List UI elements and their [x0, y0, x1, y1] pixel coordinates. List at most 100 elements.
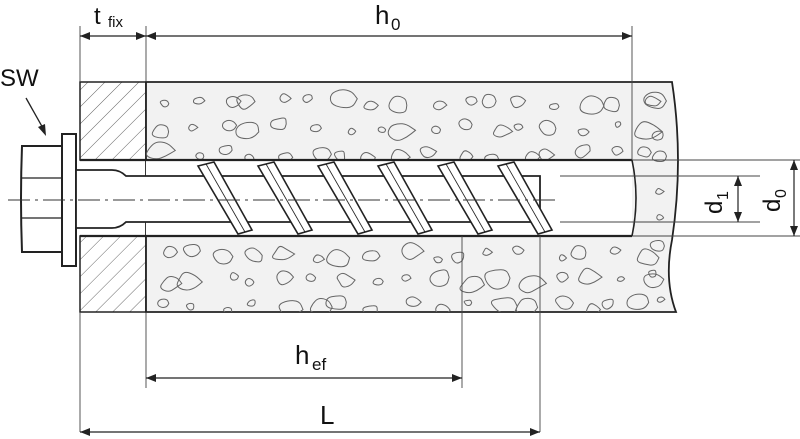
thread-flight — [376, 161, 434, 235]
aggregate-stone — [429, 269, 450, 287]
aggregate-stone — [431, 125, 442, 135]
aggregate-stone — [435, 303, 451, 312]
aggregate-stone — [246, 299, 256, 307]
dimension-h0: h 0 — [146, 0, 632, 40]
aggregate-stone — [644, 95, 662, 107]
hef-label: h — [295, 340, 309, 370]
aggregate-stone — [244, 278, 255, 287]
aggregate-stone — [555, 295, 575, 310]
aggregate-stone — [636, 248, 660, 266]
aggregate-stone — [655, 187, 665, 195]
aggregate-stone — [309, 124, 323, 133]
aggregate-stone — [388, 95, 408, 114]
dimension-d1: d 1 — [701, 176, 742, 222]
aggregate-stone — [218, 144, 233, 156]
aggregate-stone — [146, 141, 177, 160]
aggregate-stone — [603, 96, 620, 113]
aggregate-stone — [651, 150, 668, 163]
aggregate-stone — [609, 246, 622, 255]
aggregate-stone — [333, 150, 346, 161]
aggregate-stone — [362, 250, 381, 262]
aggregate-stone — [574, 144, 591, 159]
aggregate-stone — [163, 245, 179, 259]
aggregate-stone — [601, 298, 614, 310]
aggregate-stone — [465, 96, 478, 106]
aggregate-stone — [372, 277, 384, 286]
thread-edge — [505, 163, 546, 233]
aggregate-stone — [634, 121, 664, 140]
aggregate-stone — [229, 272, 240, 281]
d0-label: d — [759, 199, 786, 212]
h0-subscript: 0 — [391, 15, 400, 34]
thread-edge — [265, 163, 306, 233]
aggregate-stone — [377, 126, 387, 133]
tfix-subscript: fix — [108, 14, 124, 31]
aggregate-stone — [643, 91, 667, 109]
aggregate-stone — [336, 272, 356, 288]
aggregate-stone — [176, 271, 204, 291]
d1-label: d — [701, 201, 728, 214]
screw-thread — [196, 161, 554, 235]
aggregate-stone — [222, 119, 238, 132]
thread-flight — [496, 161, 554, 235]
tfix-label: t — [94, 3, 101, 30]
aggregate-stone — [235, 121, 260, 140]
aggregate-stone — [159, 99, 170, 108]
aggregate-stone — [405, 296, 422, 307]
dimension-d0: d 0 — [759, 160, 798, 236]
aggregate-stone — [463, 299, 473, 307]
thread-edge — [205, 163, 246, 233]
d1-subscript: 1 — [715, 191, 732, 200]
aggregate-stone — [458, 118, 473, 131]
aggregate-stone — [312, 147, 332, 162]
aggregate-stone — [570, 245, 587, 260]
aggregate-stone — [387, 123, 417, 141]
aggregate-stone — [363, 100, 380, 111]
aggregate-stone — [419, 146, 438, 159]
aggregate-stone — [459, 275, 486, 294]
aggregate-stone — [151, 124, 170, 139]
aggregate-stone — [326, 249, 351, 268]
thread-flight — [316, 161, 374, 235]
dimension-tfix: t fix — [80, 3, 146, 40]
aggregate-stone — [212, 248, 234, 265]
thread-flight — [436, 161, 494, 235]
aggregate-stone — [270, 117, 287, 131]
aggregate-stone — [643, 273, 665, 289]
aggregate-stone — [513, 123, 524, 131]
aggregate-stone — [558, 254, 568, 262]
aggregate-stone — [362, 305, 378, 312]
aggregate-stone — [611, 145, 624, 156]
aggregate-stone — [312, 254, 326, 264]
aggregate-stone — [347, 127, 357, 136]
aggregate-stone — [236, 94, 256, 110]
aggregate-stone — [272, 245, 296, 261]
aggregate-stone — [433, 256, 443, 264]
aggregate-stone — [548, 103, 560, 110]
thread-flight — [256, 161, 314, 235]
thread-flight — [196, 161, 254, 235]
aggregate-stone — [579, 95, 605, 115]
aggregate-stone — [195, 152, 205, 160]
aggregate-stone — [577, 128, 590, 137]
L-label: L — [320, 400, 334, 430]
aggregate-stone — [325, 295, 347, 310]
aggregate-stone — [484, 269, 511, 290]
aggregate-stone — [278, 300, 304, 312]
aggregate-stone — [305, 273, 317, 282]
screw-anchor — [20, 133, 554, 267]
aggregate-stone — [515, 297, 539, 312]
aggregate-stone — [626, 293, 650, 310]
aggregate-stone — [244, 247, 263, 263]
aggregate-stone — [586, 303, 602, 312]
aggregate-stone — [649, 239, 665, 252]
aggregate-stone — [401, 242, 425, 260]
aggregate-stone — [651, 130, 664, 141]
aggregate-stone — [225, 96, 242, 108]
dimension-hef: h ef — [146, 340, 462, 382]
aggregate-stone — [188, 123, 199, 132]
sw-label: SW — [0, 65, 39, 92]
fixture-plate — [79, 81, 147, 313]
aggregate-stone — [192, 96, 206, 105]
